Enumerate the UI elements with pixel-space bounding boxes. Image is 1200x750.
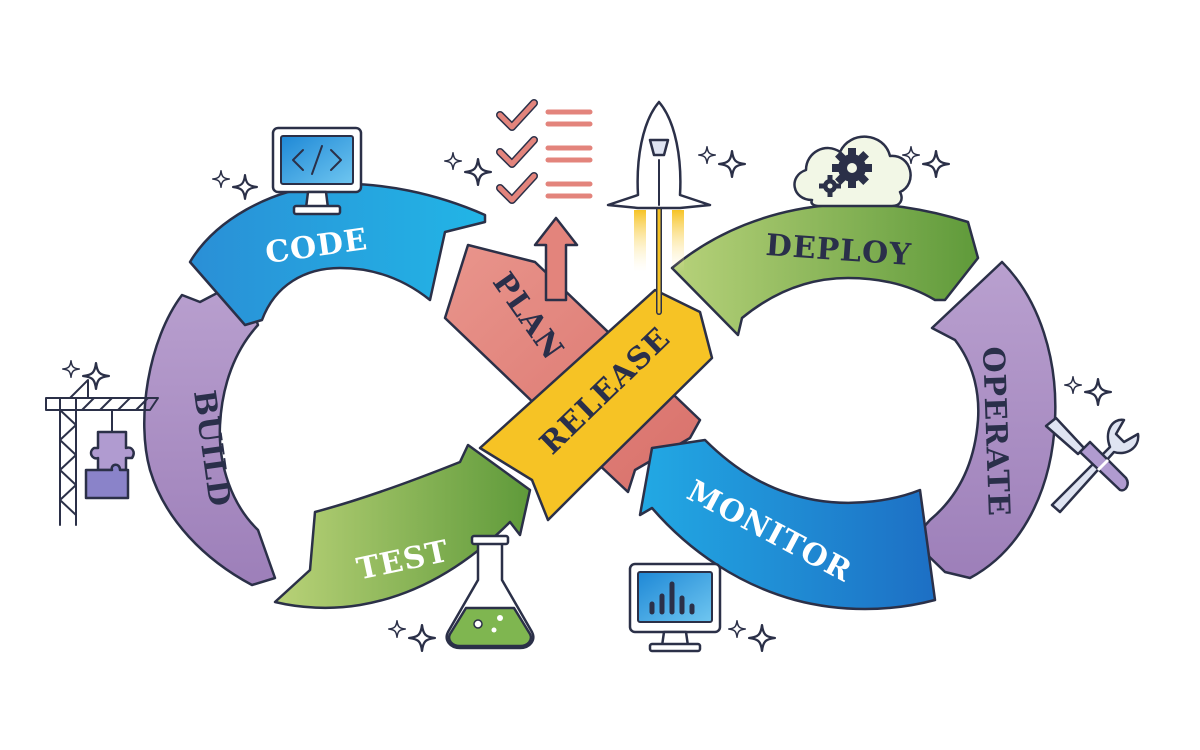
build-band: BUILD (143, 278, 277, 587)
rocket-icon (606, 100, 712, 315)
flask-icon (445, 534, 535, 650)
deploy-band: DEPLOY (670, 202, 980, 337)
operate-band: OPERATE (910, 260, 1057, 580)
wrench-screwdriver-icon (1044, 416, 1140, 514)
checklist-icon (496, 99, 593, 302)
chart-monitor-icon (628, 562, 722, 653)
cloud-gears-icon (793, 135, 912, 208)
code-band: CODE (188, 182, 487, 327)
operate-label: OPERATE (975, 346, 1016, 517)
code-monitor-icon (271, 126, 363, 216)
crane-puzzle-icon (45, 379, 159, 526)
test-band: TEST (273, 443, 532, 610)
